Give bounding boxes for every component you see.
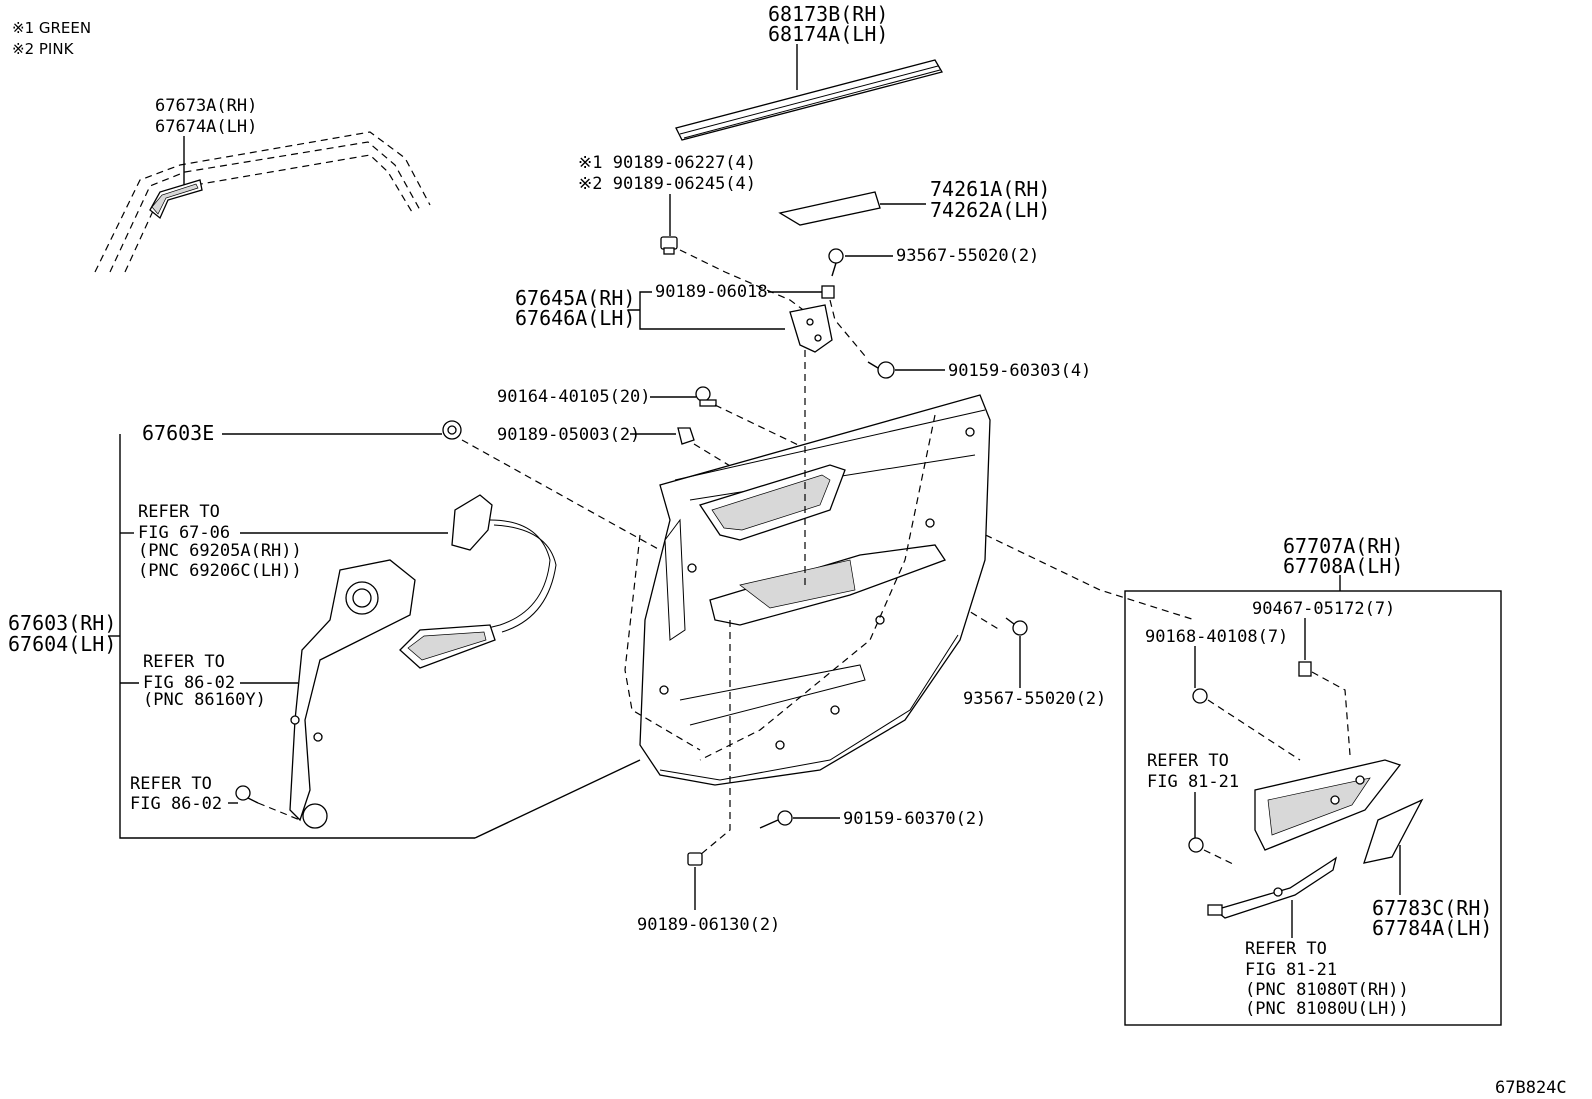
label-lamp-lh: 67708A(LH) [1283,554,1403,578]
door-handle-cable [399,494,557,669]
label-refer-81-21-2c: (PNC 81080T(RH)) [1245,980,1409,1000]
label-weatherstrip-lh: 67674A(LH) [155,117,257,137]
lamp-lens [1363,798,1424,864]
door-weatherstrip [94,131,431,273]
dash-small-screw [257,802,301,821]
label-nut-bracket: 90189-06018 [655,282,768,302]
label-lens-lh: 67784A(LH) [1372,916,1492,940]
label-clip-bottom: 90189-06130(2) [637,915,780,935]
label-screw-top: 93567-55020(2) [896,246,1039,266]
bracket-left-group [119,434,475,839]
label-refer-81-21-2d: (PNC 81080U(LH)) [1245,999,1409,1019]
dash-clip-board [461,439,661,551]
door-trim-board [639,394,991,786]
label-refer-81-21-2a: REFER TO [1245,939,1327,959]
label-board-sub: 67603E [142,421,214,445]
lamp-wire-harness [1207,856,1338,919]
label-clip-lamp-7: 90467-05172(7) [1252,599,1395,619]
label-refer-86-02-2a: REFER TO [130,774,212,794]
dash-lamp-screw [1207,699,1301,761]
label-refer-67-06-b: FIG 67-06 [138,523,230,543]
screw-bottom-icon [759,810,793,829]
lamp-screw-icon [1192,688,1208,704]
label-bracket-lh: 67646A(LH) [515,306,635,330]
label-refer-67-06-a: REFER TO [138,502,220,522]
figure-code: 67B824C [1495,1078,1567,1098]
label-refer-86-02-2b: FIG 86-02 [130,794,222,814]
clip-2-icon [677,427,695,445]
label-lens-rh: 67783C(RH) [1372,896,1492,920]
label-screw-mid: 93567-55020(2) [963,689,1106,709]
dash-board-bottom [699,620,731,856]
label-refer-86-02-c: (PNC 86160Y) [143,690,266,710]
dash-bracket-bolt [829,299,866,357]
screw-icon [828,248,844,277]
lamp-bulb-screw-icon [1188,837,1204,853]
label-clip-2: 90189-05003(2) [497,425,640,445]
lamp-clip-icon [1298,661,1312,677]
label-refer-81-21-2b: FIG 81-21 [1245,960,1337,980]
dash-lamp-bulb [1203,849,1236,866]
label-molding-rh: 68173B(RH) [768,2,888,26]
label-molding-lh: 68174A(LH) [768,22,888,46]
nut-icon [821,285,835,299]
label-refer-86-02-b: FIG 86-02 [143,673,235,693]
label-weatherstrip-rh: 67673A(RH) [155,96,257,116]
label-screw-bottom: 90159-60370(2) [843,809,986,829]
label-clip-green: ※1 90189-06227(4) [578,153,756,173]
label-refer-86-02-a: REFER TO [143,652,225,672]
dash-board-inner [699,414,936,761]
clip-icon [660,236,678,255]
label-clip-pink: ※2 90189-06245(4) [578,174,756,194]
label-clip-20: 90164-40105(20) [497,387,651,407]
clip-20-icon [695,386,717,407]
label-screw-lamp-7: 90168-40108(7) [1145,627,1288,647]
label-refer-67-06-d: (PNC 69206C(LH)) [138,561,302,581]
label-board-rh: 67603(RH) [8,611,116,635]
clip-bottom-icon [687,852,703,866]
label-refer-81-21-a: REFER TO [1147,751,1229,771]
dash-clip20-board [714,404,1196,621]
label-bracket-rh: 67645A(RH) [515,286,635,310]
bolt-icon [867,361,895,379]
window-bracket [789,304,833,353]
lamp-group-box [1124,590,1502,1026]
label-lamp-rh: 67707A(RH) [1283,534,1403,558]
courtesy-lamp-housing [1254,759,1402,851]
label-refer-67-06-c: (PNC 69205A(RH)) [138,541,302,561]
door-ornament [778,191,881,226]
leader-bracket-bracket [628,291,785,330]
label-board-lh: 67604(LH) [8,632,116,656]
board-bottom-line [474,759,641,839]
label-ornament-lh: 74262A(LH) [930,198,1050,222]
dash-lamp-clip [1311,671,1351,756]
note-pink: ※2 PINK [12,40,75,58]
small-screw-icon [235,785,259,804]
screw-mid-icon [1005,617,1028,636]
dash-board-outline [624,534,701,751]
board-clip-icon [442,420,462,440]
label-refer-81-21-b: FIG 81-21 [1147,772,1239,792]
note-green: ※1 GREEN [12,19,91,37]
label-bolt-bracket: 90159-60303(4) [948,361,1091,381]
label-ornament-rh: 74261A(RH) [930,177,1050,201]
speaker-bracket [289,559,416,829]
belt-molding [675,59,943,141]
